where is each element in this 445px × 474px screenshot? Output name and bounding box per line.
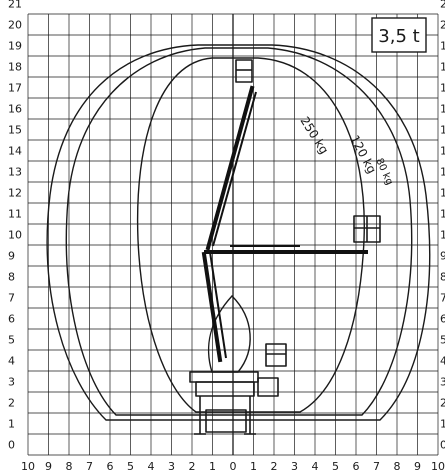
x-tick-label: 2 <box>271 460 278 473</box>
basket-stowed <box>265 343 287 367</box>
y-tick-label-left: 7 <box>8 292 15 305</box>
y-tick-label-left: 5 <box>8 334 15 347</box>
y-tick-label-left: 8 <box>8 271 15 284</box>
x-tick-label: 8 <box>394 460 401 473</box>
y-tick-label-left: 13 <box>8 166 22 179</box>
x-tick-label: 5 <box>127 460 134 473</box>
y-tick-label-right: 14 <box>440 145 445 158</box>
y-tick-label-left: 21 <box>8 0 22 11</box>
basket-upright <box>235 59 253 83</box>
y-tick-label-right: 1 <box>440 418 445 431</box>
y-tick-label-left: 9 <box>8 250 15 263</box>
y-tick-label-right: 10 <box>440 229 445 242</box>
y-tick-label-right: 8 <box>440 271 445 284</box>
aerial-platform-drawing <box>189 59 381 435</box>
y-tick-label-left: 18 <box>8 61 22 74</box>
x-tick-label: 8 <box>66 460 73 473</box>
x-tick-label: 9 <box>414 460 421 473</box>
x-tick-label: 1 <box>209 460 216 473</box>
turret <box>189 371 259 383</box>
y-tick-label-right: 5 <box>440 334 445 347</box>
y-tick-label-right: 2 <box>440 397 445 410</box>
y-tick-label-right: 21 <box>440 0 445 11</box>
envelope-middle-120kg <box>65 47 413 416</box>
y-tick-label-right: 11 <box>440 208 445 221</box>
y-tick-label-right: 9 <box>440 250 445 263</box>
capacity-badge: 3,5 t <box>378 26 419 47</box>
y-tick-label-left: 11 <box>8 208 22 221</box>
y-tick-label-left: 17 <box>8 82 22 95</box>
cab <box>257 377 279 397</box>
envelope-inner-250kg <box>136 57 365 413</box>
y-tick-label-left: 19 <box>8 40 22 53</box>
y-tick-label-left: 14 <box>8 145 22 158</box>
envelope-outer-80kg <box>46 44 431 421</box>
x-tick-label: 10 <box>21 460 35 473</box>
y-tick-label-right: 13 <box>440 166 445 179</box>
envelope-label-250kg: 250 kg <box>297 114 331 156</box>
x-tick-label: 6 <box>353 460 360 473</box>
y-tick-label-right: 17 <box>440 82 445 95</box>
x-tick-label: 3 <box>168 460 175 473</box>
capacity-badge-frame <box>371 17 427 53</box>
y-tick-label-left: 16 <box>8 103 22 116</box>
envelope-label-120kg: 120 kg <box>347 133 379 176</box>
y-tick-label-right: 4 <box>440 355 445 368</box>
y-tick-label-right: 18 <box>440 61 445 74</box>
y-tick-label-left: 2 <box>8 397 15 410</box>
x-tick-label: 4 <box>148 460 155 473</box>
outrigger-base <box>205 409 247 433</box>
y-tick-label-left: 4 <box>8 355 15 368</box>
x-tick-label: 9 <box>45 460 52 473</box>
grid <box>27 13 439 456</box>
chassis <box>195 381 255 397</box>
y-tick-label-right: 15 <box>440 124 445 137</box>
x-tick-label: 4 <box>312 460 319 473</box>
x-tick-label: 6 <box>107 460 114 473</box>
y-tick-label-left: 1 <box>8 418 15 431</box>
y-tick-label-left: 10 <box>8 229 22 242</box>
x-tick-label: 10 <box>431 460 445 473</box>
y-tick-label-right: 20 <box>440 19 445 32</box>
y-tick-label-right: 6 <box>440 313 445 326</box>
y-tick-label-right: 12 <box>440 187 445 200</box>
y-tick-label-right: 7 <box>440 292 445 305</box>
y-tick-label-left: 12 <box>8 187 22 200</box>
y-tick-label-left: 3 <box>8 376 15 389</box>
x-tick-label: 2 <box>189 460 196 473</box>
x-tick-label: 3 <box>291 460 298 473</box>
x-tick-label: 5 <box>332 460 339 473</box>
y-tick-label-left: 6 <box>8 313 15 326</box>
y-tick-label-right: 16 <box>440 103 445 116</box>
x-tick-label: 0 <box>230 460 237 473</box>
x-tick-label: 7 <box>86 460 93 473</box>
x-tick-label: 7 <box>373 460 380 473</box>
y-tick-label-right: 3 <box>440 376 445 389</box>
y-tick-label-right: 19 <box>440 40 445 53</box>
y-tick-label-right: 0 <box>440 439 445 452</box>
y-tick-label-left: 20 <box>8 19 22 32</box>
y-tick-label-left: 15 <box>8 124 22 137</box>
y-tick-label-left: 0 <box>8 439 15 452</box>
x-tick-label: 1 <box>250 460 257 473</box>
